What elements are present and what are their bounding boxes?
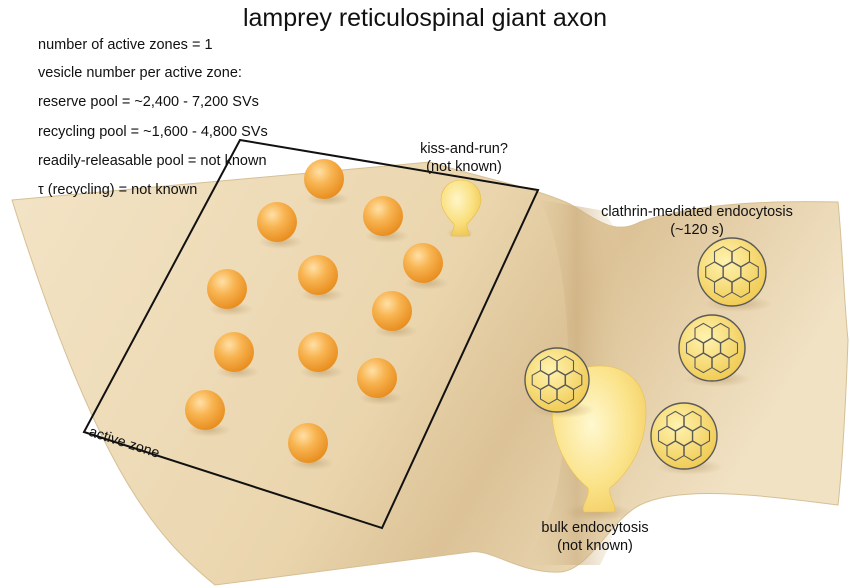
label-bulk-endocytosis: bulk endocytosis (not known) xyxy=(541,520,649,554)
clathrin-coated-vesicle xyxy=(524,347,595,418)
info-recycling-tau: τ (recycling) = not known xyxy=(38,182,198,198)
synaptic-vesicle xyxy=(214,332,254,372)
label-kiss-and-run: kiss-and-run? (not known) xyxy=(420,141,508,175)
clathrin-coated-vesicle xyxy=(697,237,772,312)
synaptic-vesicles xyxy=(185,159,449,470)
membrane-sheet xyxy=(11,161,849,586)
synaptic-vesicle xyxy=(257,202,297,242)
kiss-and-run-vesicle xyxy=(440,179,482,238)
clathrin-coated-vesicle xyxy=(650,402,723,475)
info-recycling-pool: recycling pool = ~1,600 - 4,800 SVs xyxy=(38,124,268,140)
synaptic-vesicle xyxy=(357,358,397,398)
synaptic-vesicle xyxy=(298,255,338,295)
info-readily-releasable-pool: readily-releasable pool = not known xyxy=(38,153,267,169)
synaptic-vesicle xyxy=(207,269,247,309)
synaptic-vesicle xyxy=(372,291,412,331)
clathrin-coated-vesicles xyxy=(524,237,772,475)
synaptic-vesicle xyxy=(363,196,403,236)
diagram-title: lamprey reticulospinal giant axon xyxy=(242,4,608,32)
active-zone-outline xyxy=(82,138,540,530)
synaptic-vesicle xyxy=(288,423,328,463)
info-reserve-pool: reserve pool = ~2,400 - 7,200 SVs xyxy=(38,94,259,110)
label-clathrin-mediated-endocytosis: clathrin-mediated endocytosis (~120 s) xyxy=(601,204,793,238)
info-vesicle-number-heading: vesicle number per active zone: xyxy=(38,65,242,81)
synaptic-vesicle xyxy=(185,390,225,430)
synaptic-vesicle xyxy=(298,332,338,372)
clathrin-coated-vesicle xyxy=(678,314,751,387)
synaptic-vesicle xyxy=(403,243,443,283)
info-active-zones: number of active zones = 1 xyxy=(38,37,213,53)
synaptic-vesicle xyxy=(304,159,344,199)
